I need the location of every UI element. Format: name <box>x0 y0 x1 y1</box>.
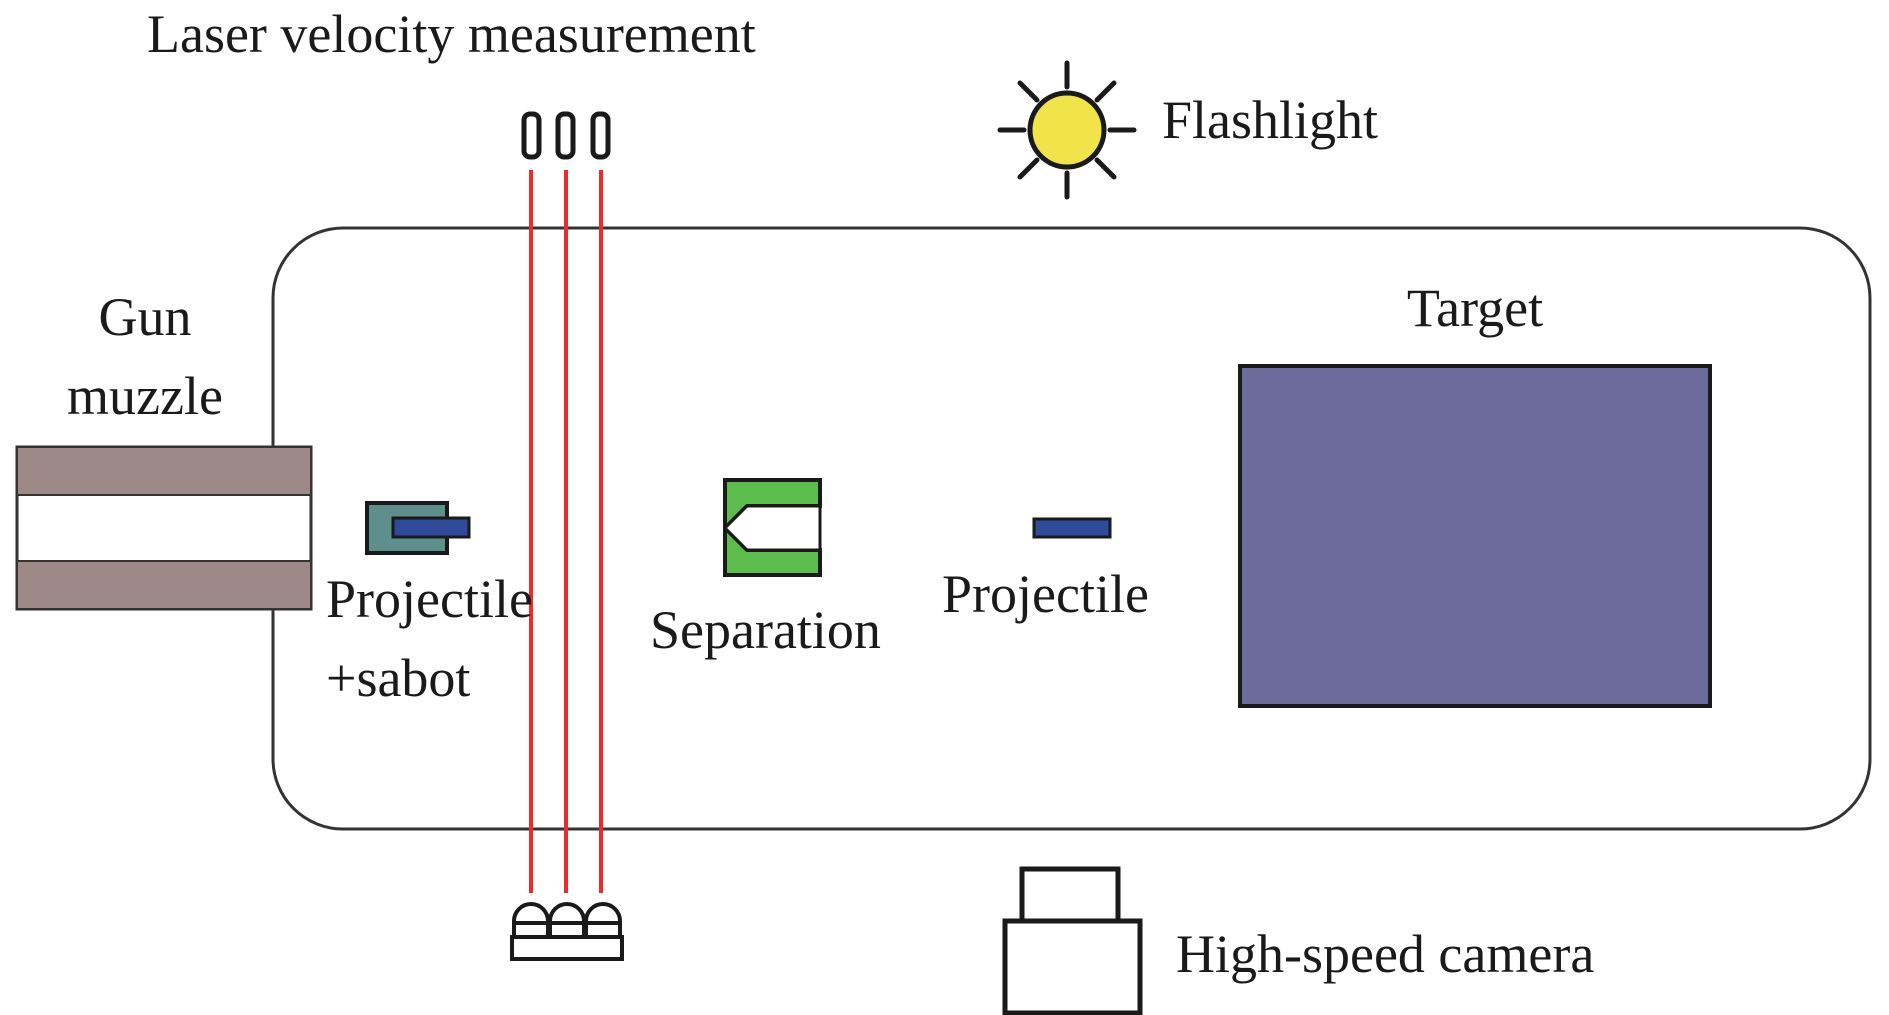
projectile-label: Projectile <box>942 564 1149 624</box>
gun-muzzle-label-line1: Gun <box>99 287 192 347</box>
target-block <box>1238 364 1712 708</box>
barrel-lower-wall <box>16 560 312 610</box>
laser-label: Laser velocity measurement <box>147 4 756 64</box>
projectile-sabot-label-line2: +sabot <box>326 648 470 708</box>
gun-muzzle-label-line2: muzzle <box>67 366 223 426</box>
sabot-separation <box>722 478 822 577</box>
separation-label: Separation <box>650 600 881 660</box>
gun-barrel <box>15 445 313 611</box>
flashlight-label: Flashlight <box>1162 90 1378 150</box>
projectile-sabot <box>365 501 471 555</box>
barrel-upper-wall <box>16 446 312 496</box>
projectile <box>1032 517 1112 539</box>
laser-receiver-icon <box>510 902 624 961</box>
projectile-sabot-label-line1: Projectile <box>326 569 533 629</box>
camera-label: High-speed camera <box>1176 924 1594 984</box>
projectile-core <box>391 516 471 539</box>
camera-icon <box>1002 866 1143 1015</box>
laser-beams <box>529 170 603 893</box>
target-label: Target <box>1407 278 1543 338</box>
laser-emitter-icon <box>521 111 611 160</box>
flashlight-icon <box>997 60 1137 200</box>
